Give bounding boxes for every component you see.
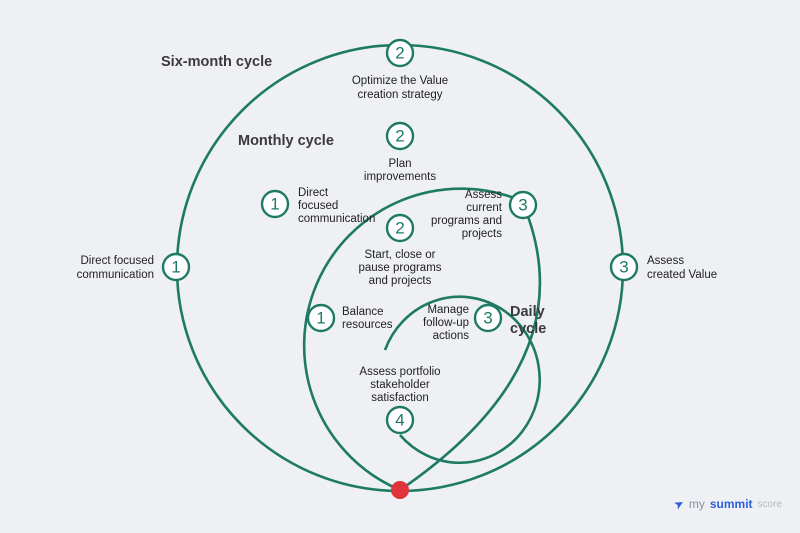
node-label-line: resources [342, 319, 393, 331]
node-circle [609, 252, 639, 282]
node-circle [385, 213, 415, 243]
brand-prefix: my [688, 497, 705, 511]
node-label-line: Balance [342, 306, 384, 318]
node-label-line: satisfaction [371, 392, 429, 404]
node-circle [385, 38, 415, 68]
node-monthly-4: 4 Assess portfolio stakeholder satisfact… [359, 366, 441, 435]
node-label-line: created Value [647, 269, 717, 281]
brand-logo: ➤ my summit score [670, 495, 782, 513]
monthly-ring [302, 187, 523, 492]
node-six-2: 2 Optimize the Value creation strategy [352, 38, 448, 101]
node-circle [473, 303, 503, 333]
node-six-3: 3 Assess created Value [609, 252, 717, 282]
node-label-line: Assess portfolio [359, 366, 440, 378]
daily-spiral [383, 295, 541, 465]
daily-cycle-title-line1: Daily [510, 304, 545, 320]
node-circle [260, 189, 290, 219]
node-number: 3 [483, 309, 492, 328]
node-label-line: focused [298, 200, 338, 212]
node-number: 1 [270, 195, 279, 214]
node-label-line: Direct [298, 187, 329, 199]
node-circle [508, 190, 538, 220]
six-month-cycle-title: Six-month cycle [161, 54, 272, 70]
node-label-line: Direct focused [80, 255, 154, 267]
node-circle [161, 252, 191, 282]
node-label-line: Optimize the Value [352, 75, 448, 87]
node-monthly-1: 1 Direct focused communication [260, 187, 375, 225]
node-number: 1 [171, 258, 180, 277]
node-label-line: creation strategy [357, 89, 442, 101]
node-number: 2 [395, 219, 404, 238]
node-monthly-3: 3 Assess current programs and projects [431, 189, 538, 240]
node-daily-3: 3 Manage follow-up actions [423, 303, 503, 342]
node-label-line: stakeholder [370, 379, 430, 391]
node-monthly-2: 2 Plan improvements [364, 121, 436, 183]
node-circle [385, 405, 415, 435]
node-label-line: Assess [647, 255, 684, 267]
brand-name: summit [709, 497, 753, 511]
node-number: 3 [518, 196, 527, 215]
node-number: 4 [395, 411, 404, 430]
node-number: 2 [395, 127, 404, 146]
node-label-line: improvements [364, 171, 436, 183]
node-label-line: Start, close or [365, 249, 436, 261]
daily-cycle-title-line2: cycle [510, 321, 546, 337]
brand-suffix: score [757, 498, 782, 510]
node-label-line: Manage [427, 304, 469, 316]
monthly-cycle-title: Monthly cycle [238, 133, 334, 149]
node-six-1: 1 Direct focused communication [77, 252, 191, 282]
node-label-line: follow-up [423, 317, 469, 329]
node-label-line: current [466, 202, 503, 214]
node-label-line: projects [462, 228, 503, 240]
node-label-line: Assess [465, 189, 502, 201]
node-number: 1 [316, 309, 325, 328]
node-number: 3 [619, 258, 628, 277]
node-label-line: pause programs [358, 262, 441, 274]
node-label-line: communication [298, 213, 375, 225]
monthly-to-start-connector [399, 200, 542, 492]
node-daily-2: 2 Start, close or pause programs and pro… [358, 213, 442, 287]
start-point-dot [391, 481, 409, 499]
node-label-line: actions [433, 330, 470, 342]
node-daily-1: 1 Balance resources [306, 303, 393, 333]
node-circle [385, 121, 415, 151]
node-circle [306, 303, 336, 333]
node-label-line: Plan [388, 158, 411, 170]
rocket-icon: ➤ [670, 495, 687, 513]
node-label-line: and projects [369, 275, 432, 287]
node-label-line: communication [77, 269, 154, 281]
node-label-line: programs and [431, 215, 502, 227]
node-number: 2 [395, 44, 404, 63]
